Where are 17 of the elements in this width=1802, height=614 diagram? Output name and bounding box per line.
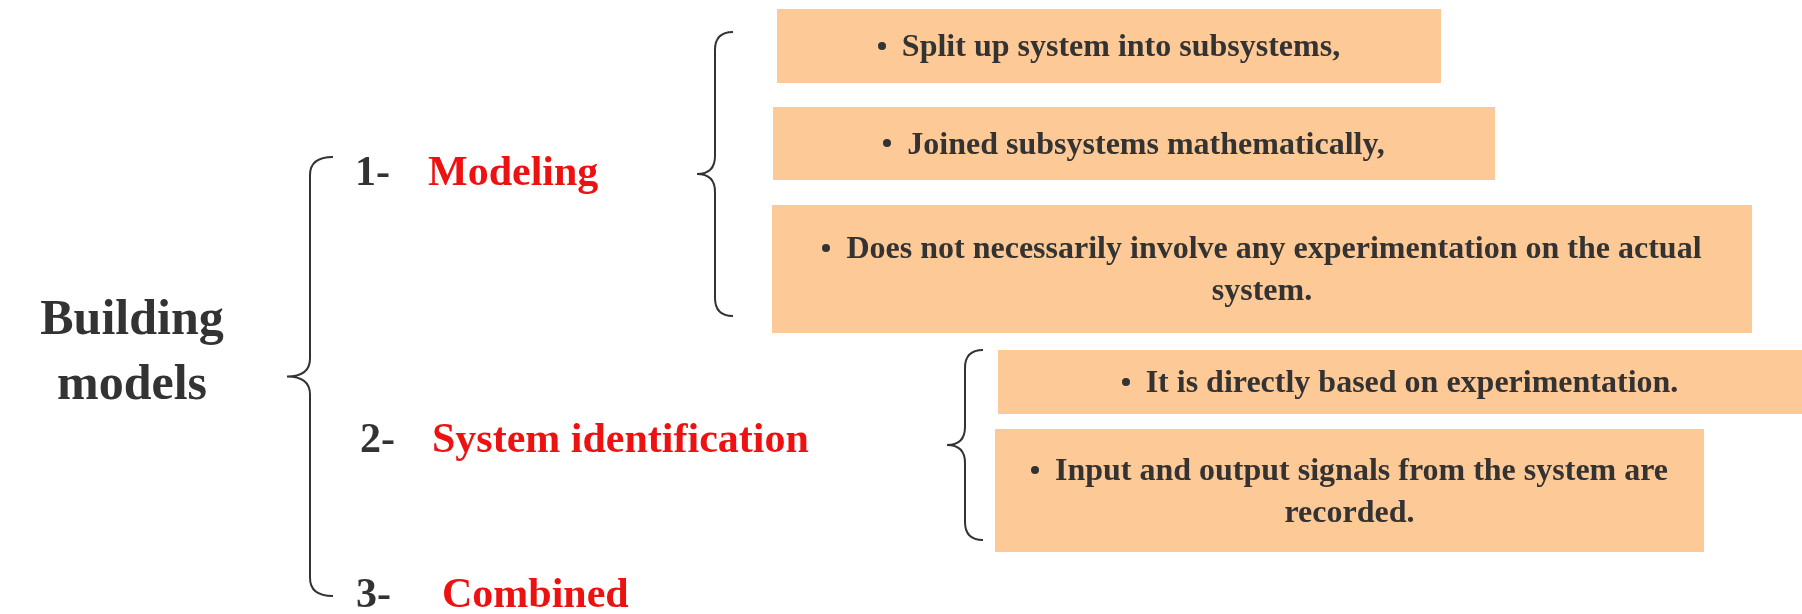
category-text: Modeling: [428, 150, 599, 192]
number-text: 1-: [355, 150, 390, 192]
text-box: [998, 350, 1802, 414]
bullet-text: Does not necessarily involve any experimentation on the actual system.: [792, 227, 1732, 311]
text-box: [777, 9, 1441, 83]
bullet-text: Split up system into subsystems,: [877, 25, 1341, 67]
category-text: Combined: [442, 572, 629, 614]
bullet-text: It is directly based on experimentation.: [1121, 361, 1679, 403]
number-text: 3-: [356, 572, 391, 614]
text-box: [772, 205, 1752, 333]
bullet-text: Joined subsystems mathematically,: [883, 122, 1385, 165]
number-text: 2-: [360, 417, 395, 459]
category-text: System identification: [432, 417, 809, 459]
text-box: [995, 429, 1704, 552]
heading-text: Building models: [39, 288, 225, 412]
text-box: [773, 107, 1495, 180]
bullet-text: Input and output signals from the system are recorded.: [1015, 448, 1684, 533]
